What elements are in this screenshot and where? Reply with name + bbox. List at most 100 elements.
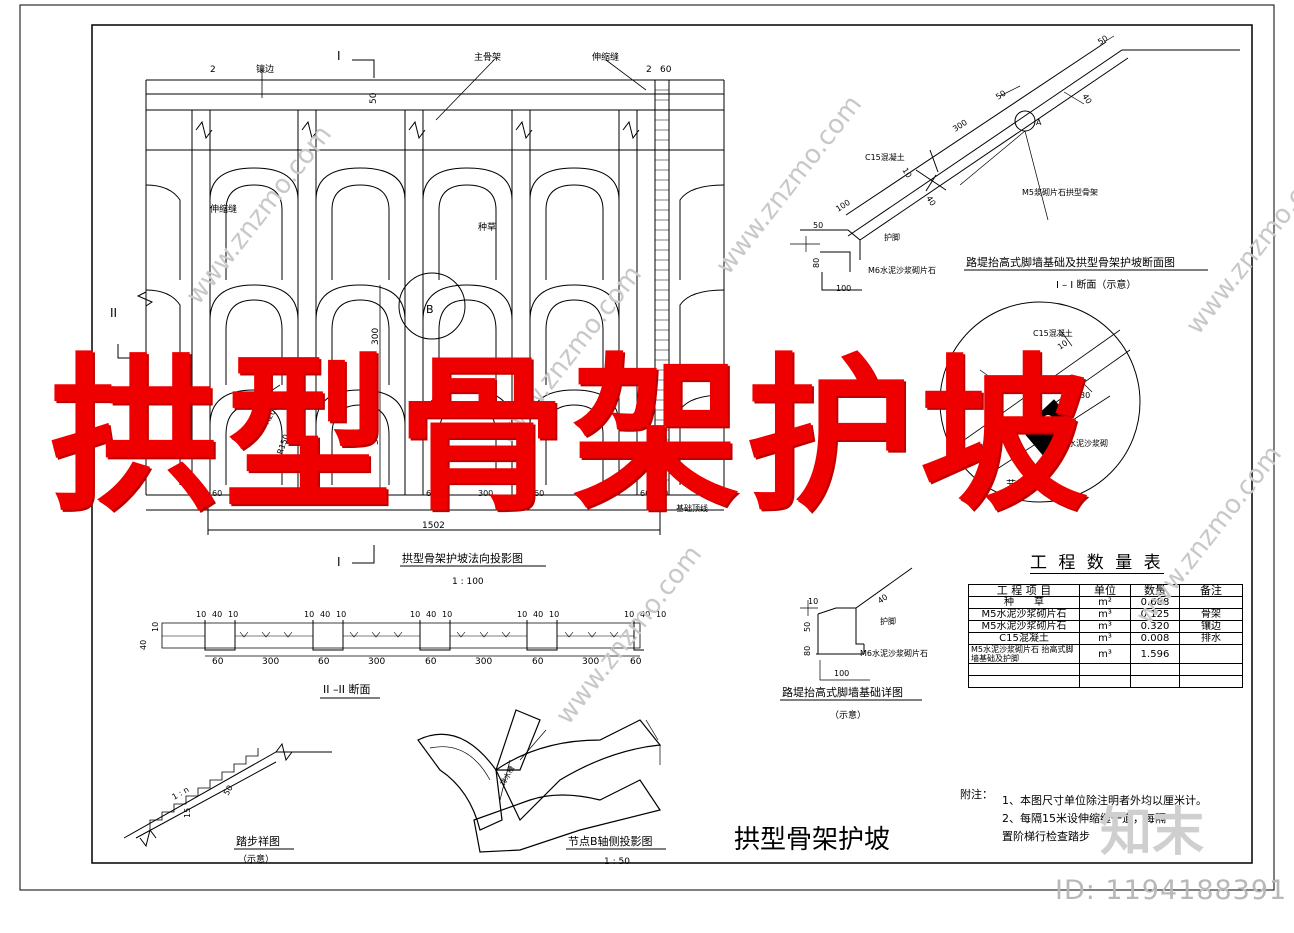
section-i-i (790, 35, 1240, 291)
section-i-i-labels: C15混凝土 M5浆砌片石拱型骨架 M6水泥沙浆砌片石 护脚 A 300 50 … (812, 34, 1208, 293)
node-b-labels: 排水槽 节点B轴侧投影图 1 : 50 (498, 764, 666, 867)
note-2: 2、每隔15米设伸缩缝一道，每隔 (1002, 811, 1166, 825)
table-cell: 0.688 (1130, 596, 1180, 609)
section-ii-title: II –II 断面 (323, 682, 370, 696)
dim-2-top: 2 (210, 65, 216, 75)
bottom-dim-6: 300 (586, 489, 601, 498)
sii-top-40d: 40 (533, 610, 543, 619)
main-view-scale: 1 : 100 (452, 577, 484, 587)
table-cell (968, 675, 1080, 688)
step-ratio: 1 : n (171, 785, 191, 802)
foot-detail (800, 567, 913, 681)
dim-300-upper: 300 (371, 328, 381, 345)
main-view-labels: I I II 镶边 主骨架 伸缩缝 伸缩缝 种草 基础顶线 2 2 60 50 … (110, 49, 708, 587)
label-grass: 种草 (478, 221, 496, 233)
notes-label: 附注： (960, 787, 993, 801)
node-b-title: 节点B轴侧投影图 (568, 834, 653, 848)
si-m5-foot: M6水泥沙浆砌片石 (868, 265, 936, 275)
main-view (117, 59, 725, 564)
bottom-dim-8: 60 (658, 489, 668, 498)
dim-1502: 1502 (422, 521, 445, 531)
sii-top-10b: 10 (228, 610, 238, 619)
node-b-isometric (417, 709, 662, 853)
si-c15: C15混凝土 (865, 152, 905, 162)
label-expansion-joint-left: 伸缩缝 (210, 203, 237, 215)
table-cell: M5水泥沙浆砌片石 (968, 620, 1080, 633)
table-cell: C15混凝土 (968, 632, 1080, 645)
si-d40: 40 (1080, 92, 1093, 105)
table-cell (1130, 675, 1180, 688)
table-cell: 0.008 (1130, 632, 1180, 645)
fd-d10: 10 (808, 597, 818, 606)
si-node-a: A (1036, 118, 1042, 127)
table-cell (1179, 596, 1243, 609)
si-d50-left: 50 (813, 221, 823, 230)
si-d100: 100 (834, 198, 852, 214)
step-d50: 50 (222, 784, 235, 797)
table-cell: 0.125 (1130, 608, 1180, 621)
section-mark-i-top: I (337, 49, 341, 63)
table-cell: m³ (1079, 620, 1131, 633)
sii-bot-1: 60 (212, 657, 224, 667)
inner-frame (91, 24, 1253, 864)
si-d50: 50 (994, 89, 1007, 102)
sii-top-40: 40 (212, 610, 222, 619)
foot-detail-title: 路堤抬高式脚墙基础详图 (782, 685, 903, 699)
sii-top-10a: 10 (196, 610, 206, 619)
section-i-title: 路堤抬高式脚墙基础及拱型骨架护坡断面图 (966, 255, 1175, 269)
sii-top-10c: 10 (304, 610, 314, 619)
table-header-row: 工 程 项 目 单位 数量 备注 (968, 584, 1243, 597)
fd-d80: 80 (803, 646, 812, 656)
sii-top-10d: 10 (336, 610, 346, 619)
label-edge: 镶边 (256, 63, 274, 75)
note-1: 1、本图尺寸单位除注明者外均以厘米计。 (1002, 793, 1207, 807)
outer-frame (19, 4, 1275, 891)
table-cell (1179, 675, 1243, 688)
section-i-subtitle: I – I 断面（示意） (1056, 278, 1136, 291)
bottom-dim-3: 60 (426, 489, 436, 498)
table-cell (1179, 663, 1243, 676)
label-main-frame: 主骨架 (474, 51, 501, 63)
section-mark-i-bottom: I (337, 555, 341, 569)
table-cell: 0.320 (1130, 620, 1180, 633)
sii-bot-2: 300 (262, 657, 279, 667)
sii-bot-9: 60 (630, 657, 642, 667)
sii-top-10h: 10 (549, 610, 559, 619)
table-cell (1079, 675, 1131, 688)
table-cell: m³ (1079, 608, 1131, 621)
quantity-table-title: 工 程 数 量 表 (1030, 548, 1164, 574)
si-d80: 80 (812, 258, 821, 268)
da-m5: M5水泥沙浆砌 (1056, 438, 1108, 448)
si-guard-foot: 护脚 (884, 232, 900, 242)
sii-top-10j: 10 (656, 610, 666, 619)
step-d15: 15 (183, 808, 192, 818)
section-ii-labels: 10 40 10 10 40 10 10 40 10 10 40 10 10 4… (139, 610, 666, 699)
node-b-scale: 1 : 50 (604, 857, 630, 867)
fd-guard-foot: 护脚 (880, 616, 896, 626)
table-cell: 排水 (1179, 632, 1243, 645)
table-row: 种 草 m² 0.688 (968, 596, 1243, 609)
sii-top-10i: 10 (624, 610, 634, 619)
fd-d40: 40 (876, 592, 890, 605)
title-notes: 拱型骨架护坡 附注： 1、本图尺寸单位除注明者外均以厘米计。 2、每隔15米设伸… (734, 787, 1207, 855)
quantity-table: 工 程 项 目 单位 数量 备注 种 草 m² 0.688 M5水泥沙浆砌片石 … (968, 584, 1243, 688)
bottom-dim-2: 300 (264, 489, 279, 498)
section-mark-ii: II (110, 306, 117, 320)
label-foundation-line: 基础顶线 (676, 503, 708, 513)
fd-d50: 50 (803, 622, 812, 632)
bottom-dim-5: 60 (534, 489, 544, 498)
dim-50-top: 50 (369, 92, 379, 104)
sii-bot-8: 300 (582, 657, 599, 667)
fd-m6: M6水泥沙浆砌片石 (860, 648, 928, 658)
si-m5: M5浆砌片石拱型骨架 (1022, 187, 1098, 197)
table-row: C15混凝土 m³ 0.008 排水 (968, 632, 1243, 645)
table-cell: m² (1079, 596, 1131, 609)
sii-top-10g: 10 (517, 610, 527, 619)
sii-bot-4: 300 (368, 657, 385, 667)
da-c15: C15混凝土 (1033, 328, 1073, 338)
si-d100-bottom: 100 (836, 284, 851, 293)
fd-d100: 100 (834, 669, 849, 678)
main-view-title: 拱型骨架护坡法向投影图 (402, 551, 523, 565)
step-title: 踏步祥图 (236, 834, 280, 848)
